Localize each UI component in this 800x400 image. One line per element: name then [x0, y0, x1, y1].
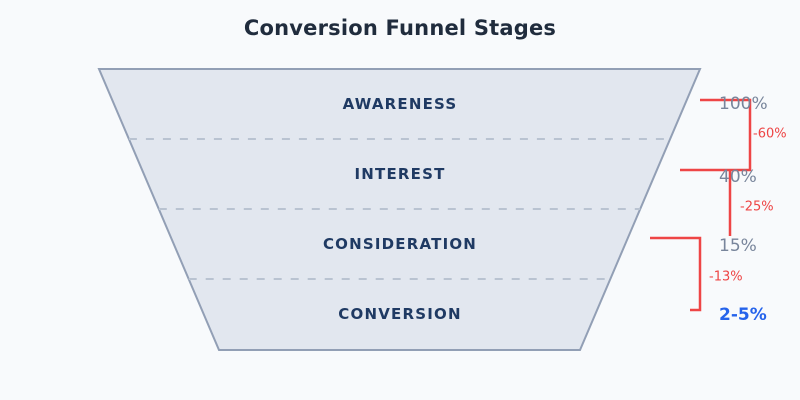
stage-value-awareness: 100%: [719, 94, 768, 114]
stage-label-awareness: AWARENESS: [342, 95, 458, 113]
drop-change-label-3: -13%: [709, 269, 743, 285]
chart-title: Conversion Funnel Stages: [243, 16, 557, 40]
stage-label-interest: INTEREST: [354, 165, 446, 183]
drop-change-label-1: -60%: [753, 126, 787, 142]
stage-label-consideration: CONSIDERATION: [322, 235, 478, 253]
drop-bracket-1: [680, 98, 752, 172]
stage-value-interest: 40%: [719, 167, 757, 187]
drop-bracket-3: [650, 236, 702, 312]
stage-value-conversion: 2-5%: [719, 305, 767, 325]
drop-change-label-2: -25%: [740, 199, 774, 215]
stage-value-consideration: 15%: [719, 236, 757, 256]
stage-label-conversion: CONVERSION: [338, 305, 462, 323]
